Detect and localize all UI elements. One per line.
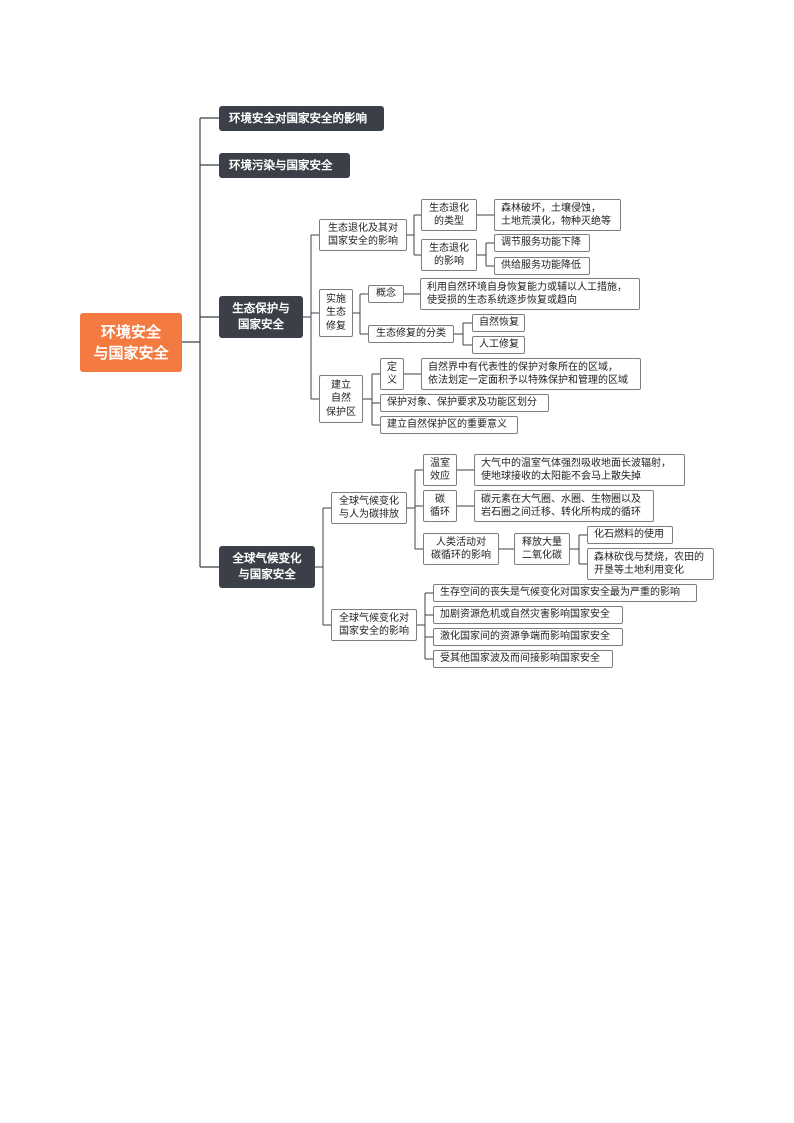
- impact-item-1[interactable]: 供给服务功能降低: [494, 257, 590, 275]
- degradation-types-node[interactable]: 生态退化的类型: [421, 199, 477, 231]
- climate-security-node[interactable]: 全球气候变化对国家安全的影响: [331, 609, 417, 641]
- climate-carbon-node[interactable]: 全球气候变化与人为碳排放: [331, 492, 407, 524]
- release-item-1[interactable]: 森林砍伐与焚烧，农田的开垦等土地利用变化: [587, 548, 714, 580]
- degradation-impact-node[interactable]: 生态退化的影响: [421, 239, 477, 271]
- category-item-1[interactable]: 人工修复: [472, 336, 525, 354]
- category-item-0[interactable]: 自然恢复: [472, 314, 525, 332]
- human-impact-node[interactable]: 人类活动对碳循环的影响: [423, 533, 499, 565]
- topic-env-pollution[interactable]: 环境污染与国家安全: [219, 153, 350, 178]
- reserve-definition-desc[interactable]: 自然界中有代表性的保护对象所在的区域，依法划定一定面积予以特殊保护和管理的区域: [421, 358, 641, 390]
- eco-restoration-node[interactable]: 实施生态修复: [319, 289, 353, 337]
- restoration-concept-desc[interactable]: 利用自然环境自身恢复能力或辅以人工措施，使受损的生态系统逐步恢复或趋向: [420, 278, 640, 310]
- topic-eco-protection[interactable]: 生态保护与国家安全: [219, 296, 303, 338]
- release-item-0[interactable]: 化石燃料的使用: [587, 526, 673, 544]
- topic-climate-change[interactable]: 全球气候变化与国家安全: [219, 546, 315, 588]
- root-node[interactable]: 环境安全与国家安全: [80, 313, 182, 372]
- restoration-concept-node[interactable]: 概念: [368, 285, 404, 303]
- eco-reserve-node[interactable]: 建立自然保护区: [319, 375, 363, 423]
- reserve-definition-node[interactable]: 定义: [380, 358, 404, 390]
- topic-env-impact[interactable]: 环境安全对国家安全的影响: [219, 106, 384, 131]
- security-item-1[interactable]: 加剧资源危机或自然灾害影响国家安全: [433, 606, 623, 624]
- carbon-cycle-node[interactable]: 碳循环: [423, 490, 457, 522]
- eco-degradation-node[interactable]: 生态退化及其对国家安全的影响: [319, 219, 407, 251]
- impact-item-0[interactable]: 调节服务功能下降: [494, 234, 590, 252]
- carbon-cycle-desc[interactable]: 碳元素在大气圈、水圈、生物圈以及岩石圈之间迁移、转化所构成的循环: [474, 490, 654, 522]
- reserve-item-0[interactable]: 保护对象、保护要求及功能区划分: [380, 394, 549, 412]
- greenhouse-desc[interactable]: 大气中的温室气体强烈吸收地面长波辐射，使地球接收的太阳能不会马上散失掉: [474, 454, 685, 486]
- greenhouse-node[interactable]: 温室效应: [423, 454, 457, 486]
- security-item-2[interactable]: 激化国家间的资源争端而影响国家安全: [433, 628, 623, 646]
- security-item-3[interactable]: 受其他国家波及而间接影响国家安全: [433, 650, 613, 668]
- security-item-0[interactable]: 生存空间的丧失是气候变化对国家安全最为严重的影响: [433, 584, 697, 602]
- reserve-item-1[interactable]: 建立自然保护区的重要意义: [380, 416, 518, 434]
- restoration-category-node[interactable]: 生态修复的分类: [368, 325, 454, 343]
- co2-release-node[interactable]: 释放大量二氧化碳: [514, 533, 570, 565]
- degradation-types-desc[interactable]: 森林破坏，土壤侵蚀，土地荒漠化，物种灭绝等: [494, 199, 621, 231]
